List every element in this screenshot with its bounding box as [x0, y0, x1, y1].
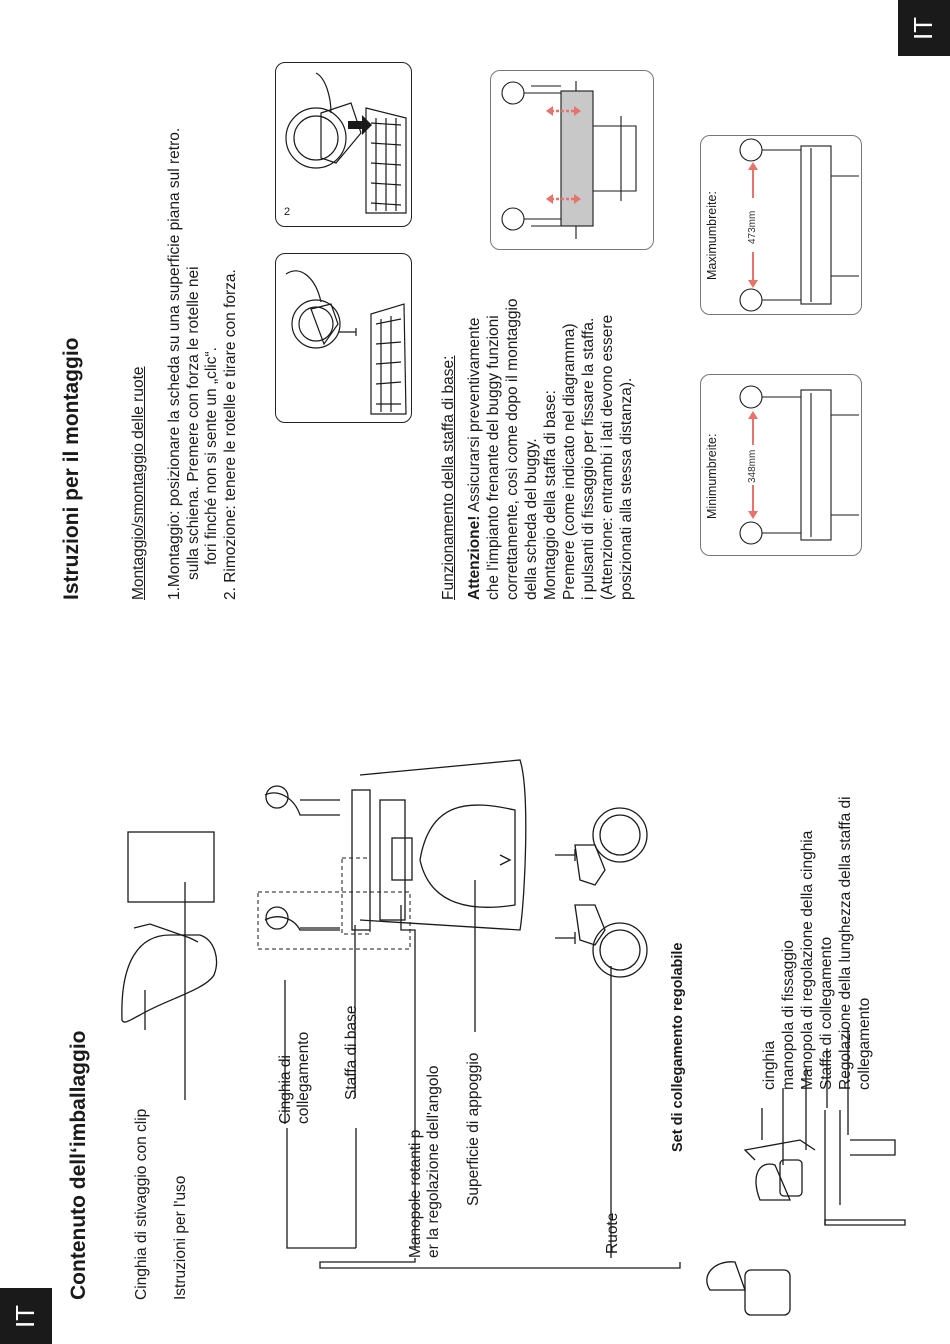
language-tab-top: IT	[898, 0, 950, 56]
figure-number: 2	[284, 206, 290, 218]
max-width-figure: Maximumbreite: 473mm	[700, 135, 862, 315]
wheels-step-1a: 1.Montaggio: posizionare la scheda su un…	[166, 127, 183, 600]
min-width-label: Minimumbreite:	[705, 433, 719, 519]
language-tab-bottom: IT	[0, 1288, 52, 1344]
min-width-figure: Minimumbreite: 348mm	[700, 374, 862, 556]
base-bracket-heading: Funzionamento della staffa di base:	[440, 355, 457, 600]
wheels-step-2: 2. Rimozione: tenere le rotelle e tirare…	[222, 269, 239, 600]
wheel-removal-figure: 2	[275, 62, 412, 227]
max-width-label: Maximumbreite:	[705, 191, 719, 280]
max-width-value: 473mm	[747, 210, 758, 244]
base-bracket-text: Attenzione! Assicurarsi preventivamente …	[466, 298, 635, 600]
warning-label: Attenzione!	[466, 515, 483, 600]
wheels-step-1c: fori finché non si sente un „clic“.	[203, 347, 220, 565]
wheels-step-1b: sulla schiena. Premere con forza le rote…	[185, 266, 202, 580]
base-bracket-figure	[490, 70, 654, 250]
min-width-value: 348mm	[747, 449, 758, 483]
assembly-title: Istruzioni per il montaggio	[60, 337, 83, 601]
wheels-heading: Montaggio/smontaggio delle ruote	[130, 366, 147, 600]
wheel-install-figure	[275, 253, 412, 423]
